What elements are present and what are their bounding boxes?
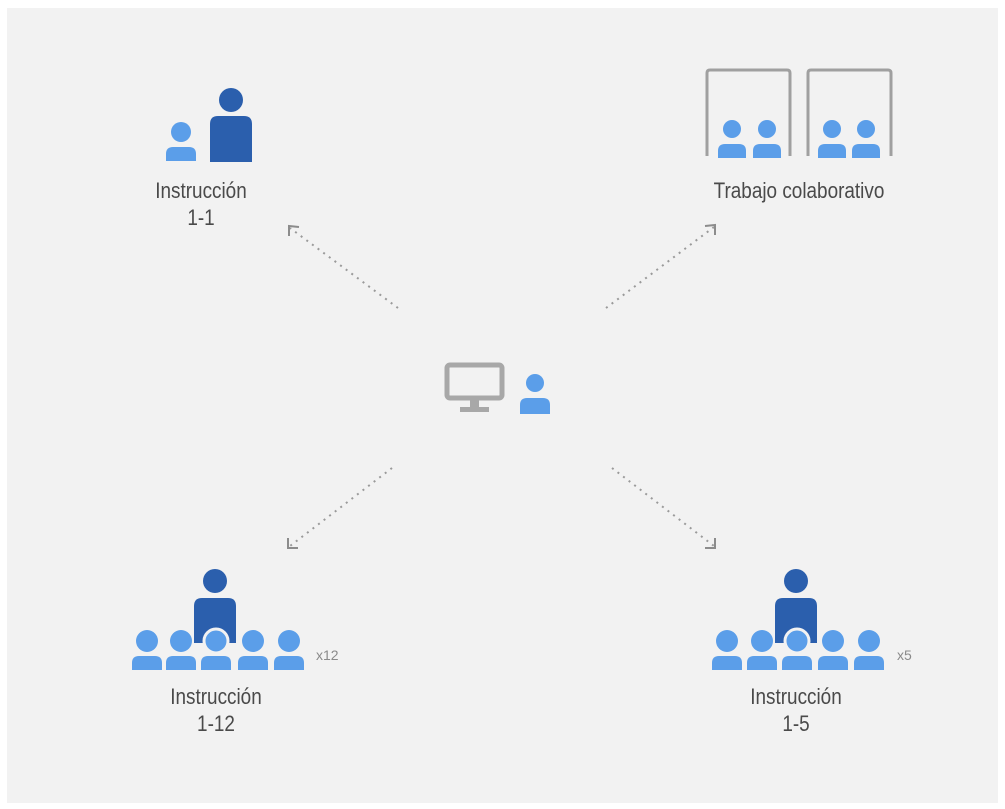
arrow-to-one-to-five: [611, 467, 716, 549]
node-label-line1: Instrucción: [170, 684, 262, 709]
node-collaborative-label: Trabajo colaborativo: [696, 177, 902, 204]
node-label-line2: 1-1: [187, 205, 215, 230]
person-icon: [520, 374, 550, 414]
node-one-to-five-label: Instrucción 1-5: [736, 683, 856, 737]
node-label-line1: Instrucción: [155, 178, 247, 203]
multiplier-label: x12: [316, 647, 339, 663]
arrow-to-one-to-twelve: [287, 467, 393, 549]
teacher-icon: [210, 88, 252, 162]
node-label-line1: Trabajo colaborativo: [713, 178, 885, 203]
node-one-to-twelve-label: Instrucción 1-12: [156, 683, 276, 737]
arrow-to-one-to-one: [288, 224, 399, 309]
node-label-line2: 1-5: [782, 711, 810, 736]
group-room-icon: [705, 68, 792, 158]
diagram-background: [7, 8, 998, 803]
monitor-icon: [444, 362, 505, 412]
multiplier-label: x5: [897, 647, 912, 663]
arrow-to-collaborative: [605, 223, 716, 309]
student-row-icon: [712, 627, 884, 670]
node-one-to-one-label: Instrucción 1-1: [141, 177, 261, 231]
group-room-icon: [806, 68, 893, 158]
student-icon: [166, 122, 196, 161]
node-label-line2: 1-12: [197, 711, 235, 736]
node-label-line1: Instrucción: [750, 684, 842, 709]
student-row-icon: [132, 627, 304, 670]
